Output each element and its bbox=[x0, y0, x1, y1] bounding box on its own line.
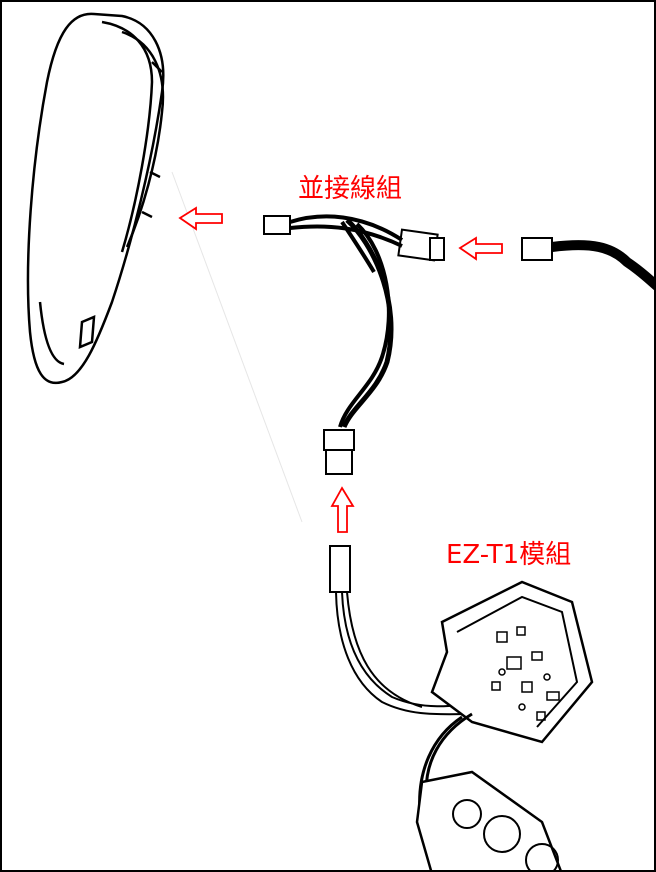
ez-t1-module-label: EZ-T1模組 bbox=[446, 540, 572, 570]
arrow-left-icon bbox=[178, 206, 223, 231]
arrow-up-icon bbox=[330, 486, 355, 533]
main-cable bbox=[521, 237, 654, 291]
display-unit bbox=[26, 12, 165, 385]
arrow-left-icon bbox=[458, 236, 503, 261]
splitter-harness-label: 並接線組 bbox=[298, 174, 403, 204]
ez-t1-module bbox=[329, 545, 594, 870]
guide-line bbox=[171, 171, 303, 523]
splitter-harness bbox=[263, 214, 445, 475]
